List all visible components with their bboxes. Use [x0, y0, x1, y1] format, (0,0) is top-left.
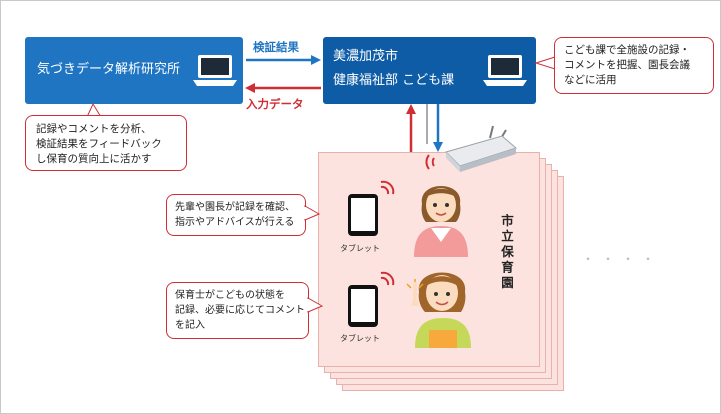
director-callout-pointer [304, 205, 321, 221]
department-label: 健康福祉部 こども課 [333, 73, 455, 88]
callout-line: こども課で全施設の記録・ [564, 44, 690, 56]
nursery-card [318, 152, 540, 367]
callout-line: 保育士がこどもの状態を [175, 290, 285, 301]
callout-line: 記録やコメントを分析、 [36, 123, 152, 135]
input-data-label: 入力データ [246, 97, 304, 111]
callout-line: 記録、必要に応じてコメント [175, 305, 305, 316]
network-line [426, 104, 428, 144]
city-callout: こども課で全施設の記録・ コメントを把握、園長会議 などに活用 [554, 37, 714, 94]
download-arrow [433, 104, 443, 152]
wifi-signal-icon [425, 154, 435, 170]
director-illustration [414, 186, 468, 257]
tablet-label: タブレット [340, 244, 380, 253]
teacher-illustration [406, 272, 471, 348]
wifi-signal-icon [380, 180, 395, 195]
teacher-callout: 保育士がこどもの状態を 記録、必要に応じてコメント を記入 [166, 282, 309, 339]
callout-line: などに活用 [564, 74, 617, 86]
teacher-callout-pointer [307, 297, 324, 313]
city-office-box: 美濃加茂市 健康福祉部 こども課 [323, 37, 536, 104]
verify-result-label: 検証結果 [253, 40, 299, 54]
callout-line: し保育の質向上に活かす [36, 153, 152, 165]
laptop-icon [483, 55, 527, 86]
callout-line: 指示やアドバイスが行える [175, 217, 295, 228]
city-name-label: 美濃加茂市 [333, 49, 399, 64]
laptop-icon [193, 55, 237, 86]
upload-arrow [406, 104, 416, 152]
wifi-signal-icon [380, 271, 395, 286]
city-callout-pointer [534, 56, 556, 70]
more-nurseries-ellipsis: ・・・・ [582, 252, 663, 266]
input-data-arrow [245, 83, 321, 93]
callout-line: コメントを把握、園長会議 [564, 59, 690, 71]
verify-result-arrow [246, 55, 321, 65]
research-callout: 記録やコメントを分析、 検証結果をフィードバック し保育の質向上に活かす [25, 115, 187, 171]
nursery-label: 市立保育園 [499, 214, 514, 292]
research-institute-box: 気づきデータ解析研究所 [25, 37, 243, 104]
wireless-router-icon [445, 125, 518, 172]
callout-line: 先輩や園長が記録を確認、 [175, 202, 295, 213]
callout-line: を記入 [175, 320, 205, 331]
tablet-icon [348, 285, 378, 327]
callout-line: 検証結果をフィードバック [36, 138, 162, 150]
director-callout: 先輩や園長が記録を確認、 指示やアドバイスが行える [166, 194, 306, 236]
research-institute-label: 気づきデータ解析研究所 [37, 62, 181, 77]
tablet-label: タブレット [340, 334, 380, 343]
tablet-icon [348, 194, 378, 236]
